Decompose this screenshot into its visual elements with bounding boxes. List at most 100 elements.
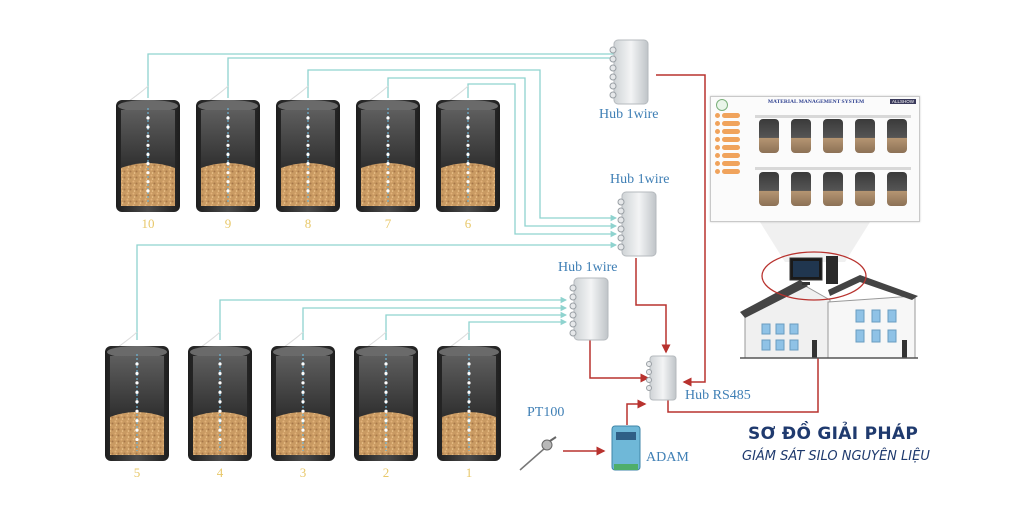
hub-1wire-mid-device[interactable]	[617, 191, 657, 257]
silo-top	[190, 346, 250, 358]
screen-silo[interactable]	[791, 119, 811, 153]
menu-button[interactable]	[722, 145, 740, 150]
silo-6[interactable]: 6	[436, 85, 500, 231]
screen-silo[interactable]	[759, 119, 779, 153]
silo-10[interactable]: 10	[116, 85, 180, 231]
menu-button[interactable]	[722, 169, 740, 174]
screen-menu-item[interactable]	[715, 169, 741, 175]
menu-button[interactable]	[722, 129, 740, 134]
temperature-sensor-node	[146, 189, 150, 193]
temperature-sensor-node	[135, 400, 139, 404]
screen-silo[interactable]	[791, 172, 811, 206]
silo-9[interactable]: 9	[196, 85, 260, 231]
caption-subtitle: GIÁM SÁT SILO NGUYÊN LIỆU	[742, 449, 930, 464]
temperature-sensor-node	[386, 134, 390, 138]
adam-module-device[interactable]	[611, 425, 641, 471]
menu-button[interactable]	[722, 113, 740, 118]
silo-3[interactable]: 3	[271, 331, 335, 480]
silo-5[interactable]: 5	[105, 331, 169, 480]
temperature-sensor-node	[226, 143, 230, 147]
temperature-sensor-node	[306, 152, 310, 157]
temperature-sensor-node	[301, 400, 305, 404]
silo-number: 6	[465, 216, 472, 231]
temperature-sensor-node	[218, 419, 222, 423]
menu-dot-icon	[715, 129, 720, 134]
silo-top	[278, 100, 338, 112]
temperature-sensor-node	[386, 116, 390, 120]
screen-menu-item[interactable]	[715, 137, 741, 143]
screen-menu-item[interactable]	[715, 121, 741, 127]
temperature-sensor-node	[466, 134, 470, 138]
screen-silo[interactable]	[855, 119, 875, 153]
temperature-sensor-node	[386, 143, 390, 147]
temperature-sensor-node	[384, 400, 388, 404]
screen-silo[interactable]	[887, 172, 907, 206]
menu-button[interactable]	[722, 161, 740, 166]
temperature-sensor-node	[301, 409, 305, 413]
silo-number: 1	[466, 465, 473, 480]
cable-silo-10	[147, 53, 620, 98]
temperature-sensor-node	[146, 134, 150, 138]
pt100-label: PT100	[527, 405, 565, 420]
temperature-sensor-node	[467, 390, 471, 394]
temperature-sensor-node	[384, 371, 388, 376]
monitoring-computer[interactable]	[761, 251, 867, 301]
screen-silo[interactable]	[855, 172, 875, 206]
temperature-sensor-node	[306, 134, 310, 138]
cable-silo-8	[307, 69, 618, 222]
screen-menu-item[interactable]	[715, 153, 741, 159]
cable-silo-5	[136, 241, 618, 340]
temperature-sensor-node	[135, 428, 139, 432]
screen-silo[interactable]	[759, 172, 779, 206]
temperature-sensor-node	[226, 125, 230, 129]
silo-number: 5	[134, 465, 141, 480]
hub-rs485-label: Hub RS485	[685, 388, 751, 403]
temperature-sensor-node	[135, 381, 139, 385]
silo-4[interactable]: 4	[188, 331, 252, 480]
silo-number: 3	[300, 465, 307, 480]
silo-top	[356, 346, 416, 358]
screen-title: MATERIAL MANAGEMENT SYSTEM	[767, 99, 865, 105]
temperature-sensor-node	[146, 161, 150, 166]
temperature-sensor-node	[467, 437, 471, 442]
temperature-sensor-node	[146, 171, 150, 175]
temperature-sensor-node	[218, 437, 222, 442]
temperature-sensor-node	[306, 125, 310, 129]
temperature-sensor-node	[466, 116, 470, 120]
hub-1wire-low-label: Hub 1wire	[558, 260, 618, 275]
pt100-sensor-icon[interactable]	[519, 436, 557, 471]
screen-menu-item[interactable]	[715, 145, 741, 151]
temperature-sensor-node	[466, 180, 470, 184]
silo-1[interactable]: 1	[437, 331, 501, 480]
temperature-sensor-node	[384, 409, 388, 413]
temperature-sensor-node	[218, 409, 222, 413]
silo-7[interactable]: 7	[356, 85, 420, 231]
silo-grain	[193, 412, 247, 455]
temperature-sensor-node	[306, 143, 310, 147]
hub-1wire-top-device[interactable]	[609, 39, 649, 105]
temperature-sensor-node	[384, 362, 388, 366]
screen-silo[interactable]	[823, 119, 843, 153]
silo-number: 2	[383, 465, 390, 480]
silo-top	[439, 346, 499, 358]
cable-silo-2	[385, 311, 568, 340]
cable-silo-7	[387, 77, 618, 230]
screen-silo[interactable]	[887, 119, 907, 153]
temperature-sensor-node	[386, 180, 390, 184]
temperature-sensor-node	[301, 371, 305, 376]
screen-menu-item[interactable]	[715, 113, 741, 119]
menu-button[interactable]	[722, 153, 740, 158]
menu-dot-icon	[715, 153, 720, 158]
silo-8[interactable]: 8	[276, 85, 340, 231]
silo-2[interactable]: 2	[354, 331, 418, 480]
menu-button[interactable]	[722, 121, 740, 126]
screen-silo[interactable]	[823, 172, 843, 206]
hub-1wire-low-device[interactable]	[569, 277, 609, 341]
screen-menu-item[interactable]	[715, 161, 741, 167]
hub-rs485-device[interactable]	[646, 355, 677, 401]
temperature-sensor-node	[135, 362, 139, 366]
menu-dot-icon	[715, 113, 720, 118]
menu-button[interactable]	[722, 137, 740, 142]
temperature-sensor-node	[218, 400, 222, 404]
screen-menu-item[interactable]	[715, 129, 741, 135]
